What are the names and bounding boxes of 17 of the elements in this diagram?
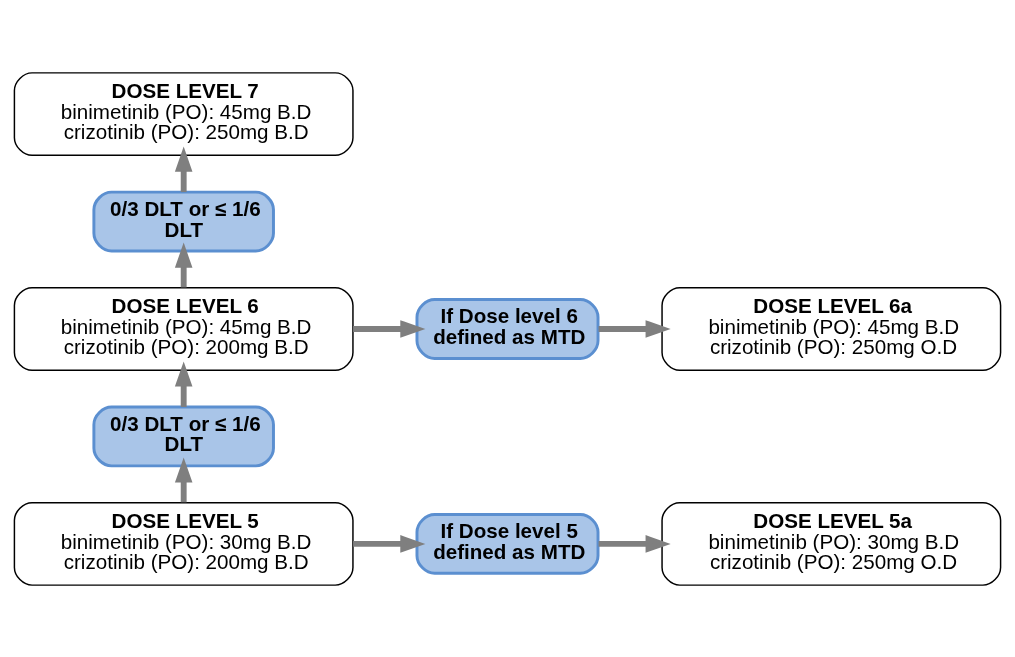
node-box: DOSE LEVEL 5a binimetinib (PO): 30mg B.D crizotinib (PO): 250mg O.D (661, 501, 1002, 586)
arrow (174, 457, 193, 502)
arrow (174, 242, 193, 287)
node-box: DOSE LEVEL 7 binimetinib (PO): 45mg B.D crizotinib (PO): 250mg B.D (13, 71, 354, 156)
arrow (353, 319, 426, 338)
node-box: If Dose level 6 defined as MTD (415, 297, 600, 360)
node-box: DOSE LEVEL 5 binimetinib (PO): 30mg B.D crizotinib (PO): 200mg B.D (13, 501, 354, 586)
node-box: If Dose level 5 defined as MTD (415, 512, 600, 575)
node-box: 0/3 DLT or ≤ 1/6 DLT (92, 190, 275, 252)
arrow (353, 534, 426, 553)
node-box: DOSE LEVEL 6a binimetinib (PO): 45mg B.D crizotinib (PO): 250mg O.D (661, 286, 1002, 371)
arrow (598, 319, 671, 338)
node-box: 0/3 DLT or ≤ 1/6 DLT (92, 405, 275, 467)
arrow (598, 534, 671, 553)
node-box: DOSE LEVEL 6 binimetinib (PO): 45mg B.D crizotinib (PO): 200mg B.D (13, 286, 354, 371)
arrow (174, 360, 193, 407)
arrow (174, 146, 193, 192)
